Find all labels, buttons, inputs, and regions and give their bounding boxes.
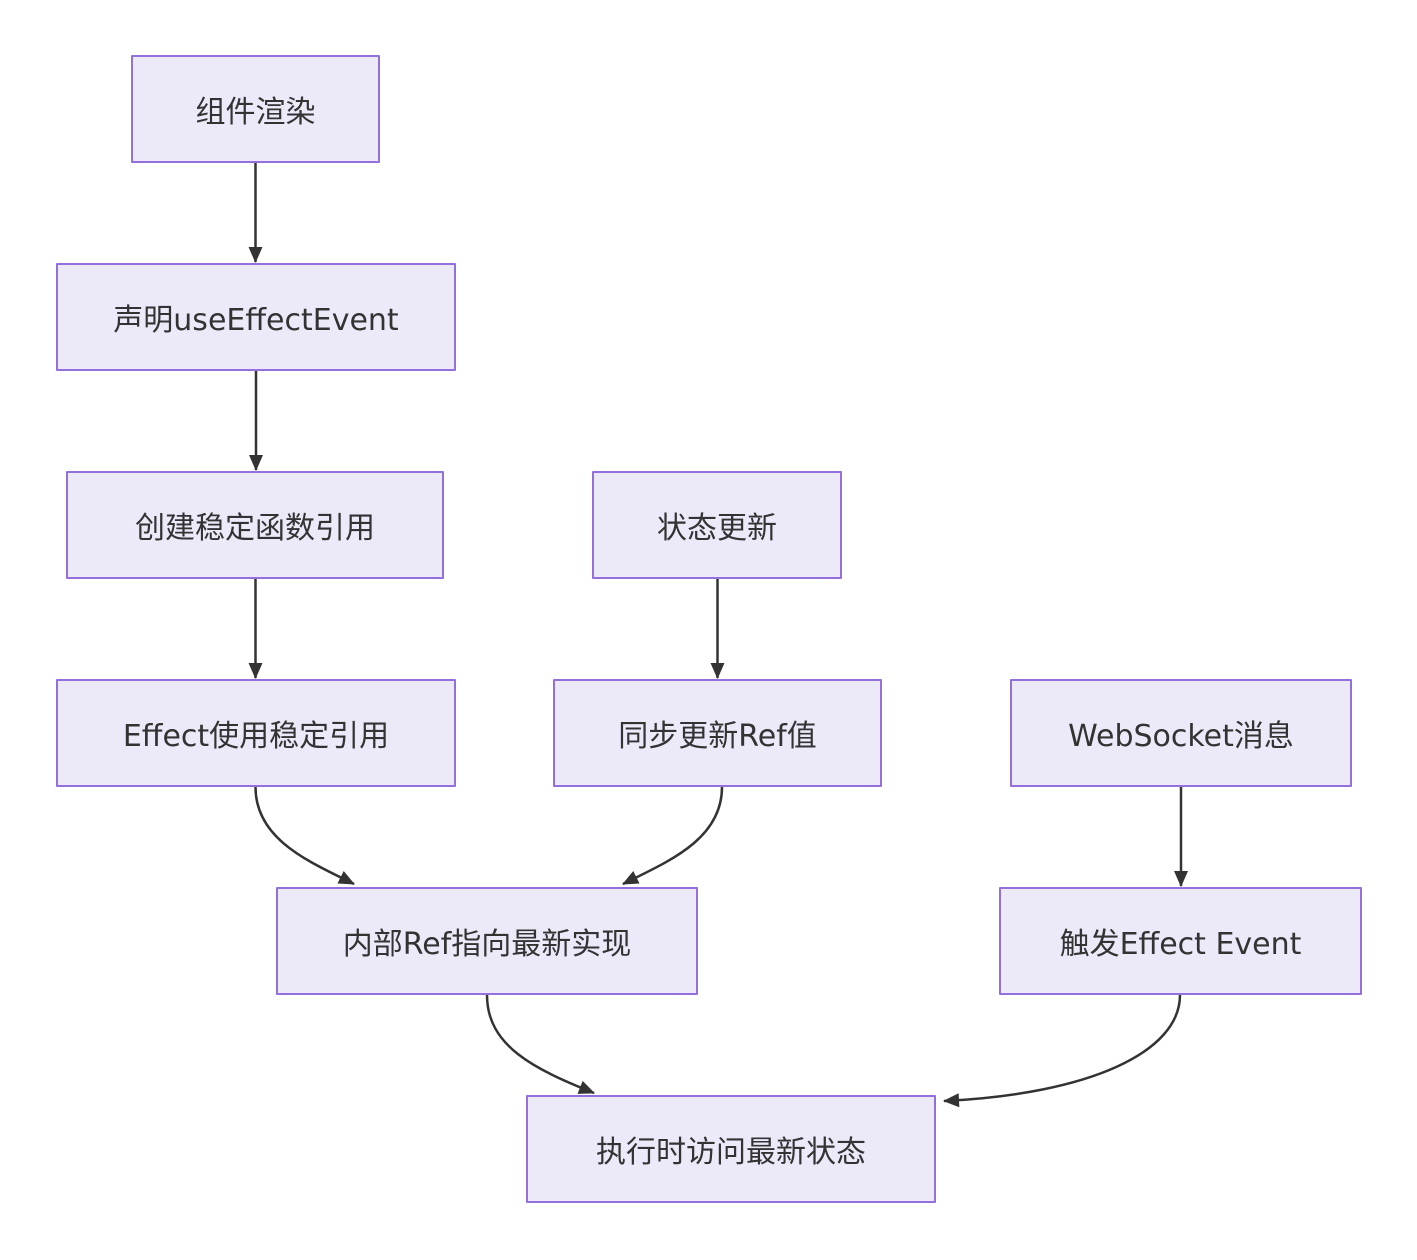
node-trigger-effect-event: 触发Effect Event [999, 887, 1362, 995]
node-declare-useeffectevent: 声明useEffectEvent [56, 263, 456, 371]
edge-effect-uses-to-internal-ref [254, 786, 355, 886]
edge-trigger-effect-event-to-access-latest-state [943, 994, 1182, 1108]
node-state-update: 状态更新 [592, 471, 842, 579]
node-sync-update-ref: 同步更新Ref值 [553, 679, 882, 787]
edge-internal-ref-to-access-latest-state [485, 994, 595, 1095]
node-component-render: 组件渲染 [131, 55, 380, 163]
node-internal-ref-latest: 内部Ref指向最新实现 [276, 887, 698, 995]
node-access-latest-state: 执行时访问最新状态 [526, 1095, 936, 1203]
node-websocket-message: WebSocket消息 [1010, 679, 1352, 787]
node-effect-uses-stable-ref: Effect使用稳定引用 [56, 679, 456, 787]
node-create-stable-ref: 创建稳定函数引用 [66, 471, 444, 579]
edge-sync-update-ref-to-internal-ref [622, 786, 724, 886]
